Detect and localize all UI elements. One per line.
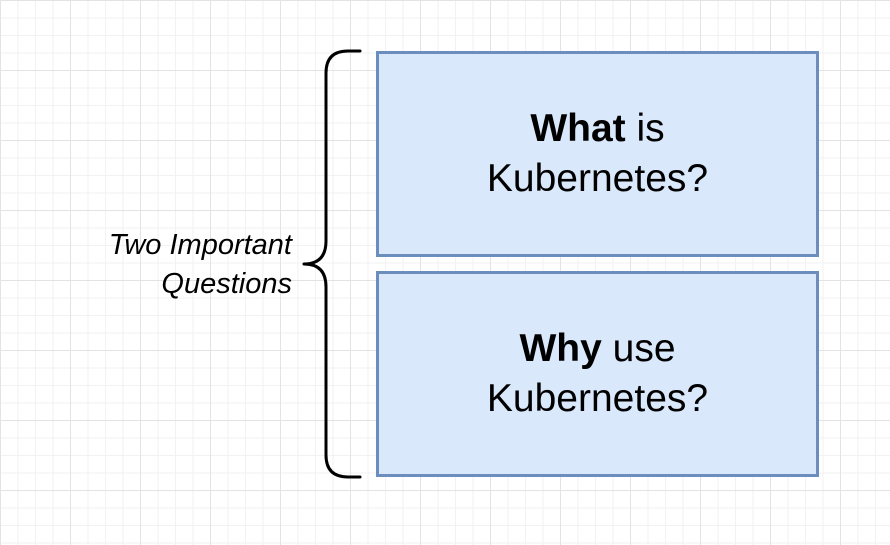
group-label: Two Important Questions xyxy=(40,226,292,304)
question-rest: use xyxy=(601,327,676,370)
group-label-line-1: Two Important xyxy=(108,229,292,261)
question-rest: is xyxy=(625,107,665,150)
question-box-why[interactable]: Why use Kubernetes? xyxy=(376,271,819,477)
question-line-2: Kubernetes? xyxy=(486,157,709,200)
question-keyword: Why xyxy=(519,327,602,370)
question-line-2: Kubernetes? xyxy=(486,377,709,420)
question-line-1: Why use xyxy=(519,324,675,374)
curly-brace xyxy=(302,49,362,479)
group-label-line-2: Questions xyxy=(161,268,292,300)
question-box-what[interactable]: What is Kubernetes? xyxy=(376,51,819,257)
question-line-1: What is xyxy=(530,104,664,154)
question-keyword: What xyxy=(530,107,626,150)
